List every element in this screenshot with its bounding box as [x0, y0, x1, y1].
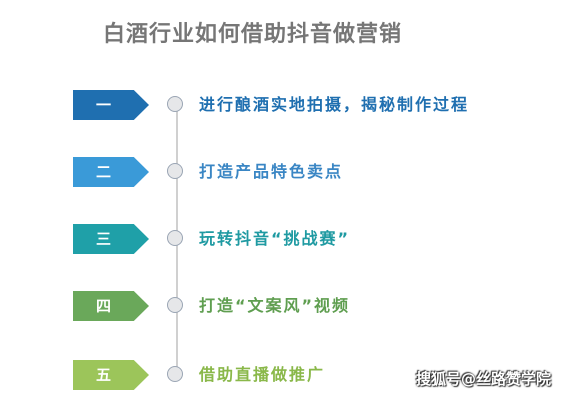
step-1: 一 进行酿酒实地拍摄，揭秘制作过程 [0, 90, 569, 120]
step-4-text: 打造“文案风”视频 [199, 296, 351, 315]
step-2: 二 打造产品特色卖点 [0, 157, 569, 187]
step-5-number: 五 [95, 366, 111, 384]
step-1-node [167, 96, 183, 112]
step-1-number: 一 [95, 96, 111, 114]
step-4-badge: 四 [73, 291, 149, 321]
step-3-number: 三 [95, 230, 111, 248]
step-3-badge: 三 [73, 224, 149, 254]
step-2-badge: 二 [73, 157, 149, 187]
step-4-node [167, 297, 183, 313]
page-title: 白酒行业如何借助抖音做营销 [103, 22, 403, 47]
step-5-badge: 五 [73, 360, 149, 390]
step-5: 五 借助直播做推广 [0, 360, 569, 390]
step-2-text: 打造产品特色卖点 [199, 162, 344, 181]
step-1-text: 进行酿酒实地拍摄，揭秘制作过程 [199, 95, 470, 114]
step-2-node [167, 163, 183, 179]
step-1-badge: 一 [73, 90, 149, 120]
step-3-text: 玩转抖音“挑战赛” [199, 229, 351, 248]
step-5-text: 借助直播做推广 [199, 365, 326, 384]
step-2-number: 二 [95, 163, 111, 181]
step-5-node [167, 366, 183, 382]
step-4-number: 四 [95, 297, 111, 315]
step-3: 三 玩转抖音“挑战赛” [0, 224, 569, 254]
step-3-node [167, 230, 183, 246]
step-4: 四 打造“文案风”视频 [0, 291, 569, 321]
watermark-text: 搜狐号@丝路赞学院 [416, 370, 552, 388]
